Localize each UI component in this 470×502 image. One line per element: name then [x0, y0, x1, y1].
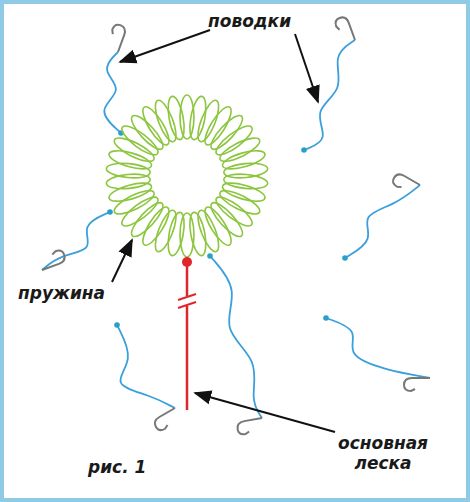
main-line: [178, 257, 196, 410]
leader: [207, 253, 264, 435]
spring-coil: [106, 95, 269, 257]
leader: [342, 172, 420, 261]
leader: [104, 23, 127, 136]
figure-caption: рис. 1: [88, 458, 146, 478]
main-line-label: основная леска: [318, 434, 448, 473]
leaders: [38, 16, 430, 436]
spring-label: пружина: [18, 284, 105, 304]
leader: [114, 322, 181, 432]
leader-label: поводки: [208, 12, 291, 32]
leader: [38, 209, 113, 270]
leader: [323, 315, 430, 391]
leader: [301, 16, 355, 153]
callout-arrows: [112, 30, 335, 432]
